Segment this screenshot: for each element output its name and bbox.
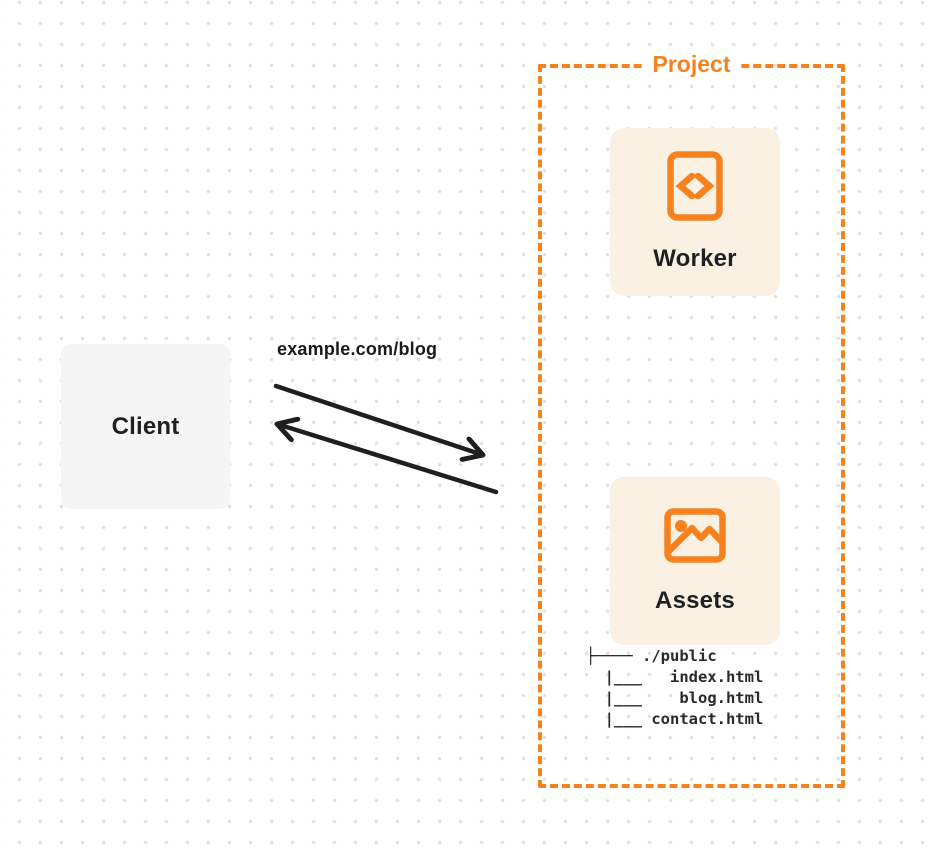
- image-icon: [664, 507, 726, 563]
- client-label: Client: [111, 412, 180, 440]
- project-label: Project: [642, 49, 741, 79]
- client-node: Client: [61, 344, 230, 509]
- project-boundary: Project Worker Assets ├──── ./public |__…: [538, 49, 845, 788]
- request-url-label: example.com/blog: [277, 339, 438, 359]
- assets-file-tree: ├──── ./public |___ index.html |___ blog…: [586, 647, 764, 728]
- assets-node: Assets: [610, 477, 780, 645]
- worker-node: Worker: [610, 128, 780, 296]
- assets-label: Assets: [655, 586, 735, 614]
- response-arrow: [277, 424, 499, 495]
- worker-label: Worker: [653, 245, 737, 272]
- code-icon: [667, 151, 723, 221]
- request-arrow: [273, 383, 483, 455]
